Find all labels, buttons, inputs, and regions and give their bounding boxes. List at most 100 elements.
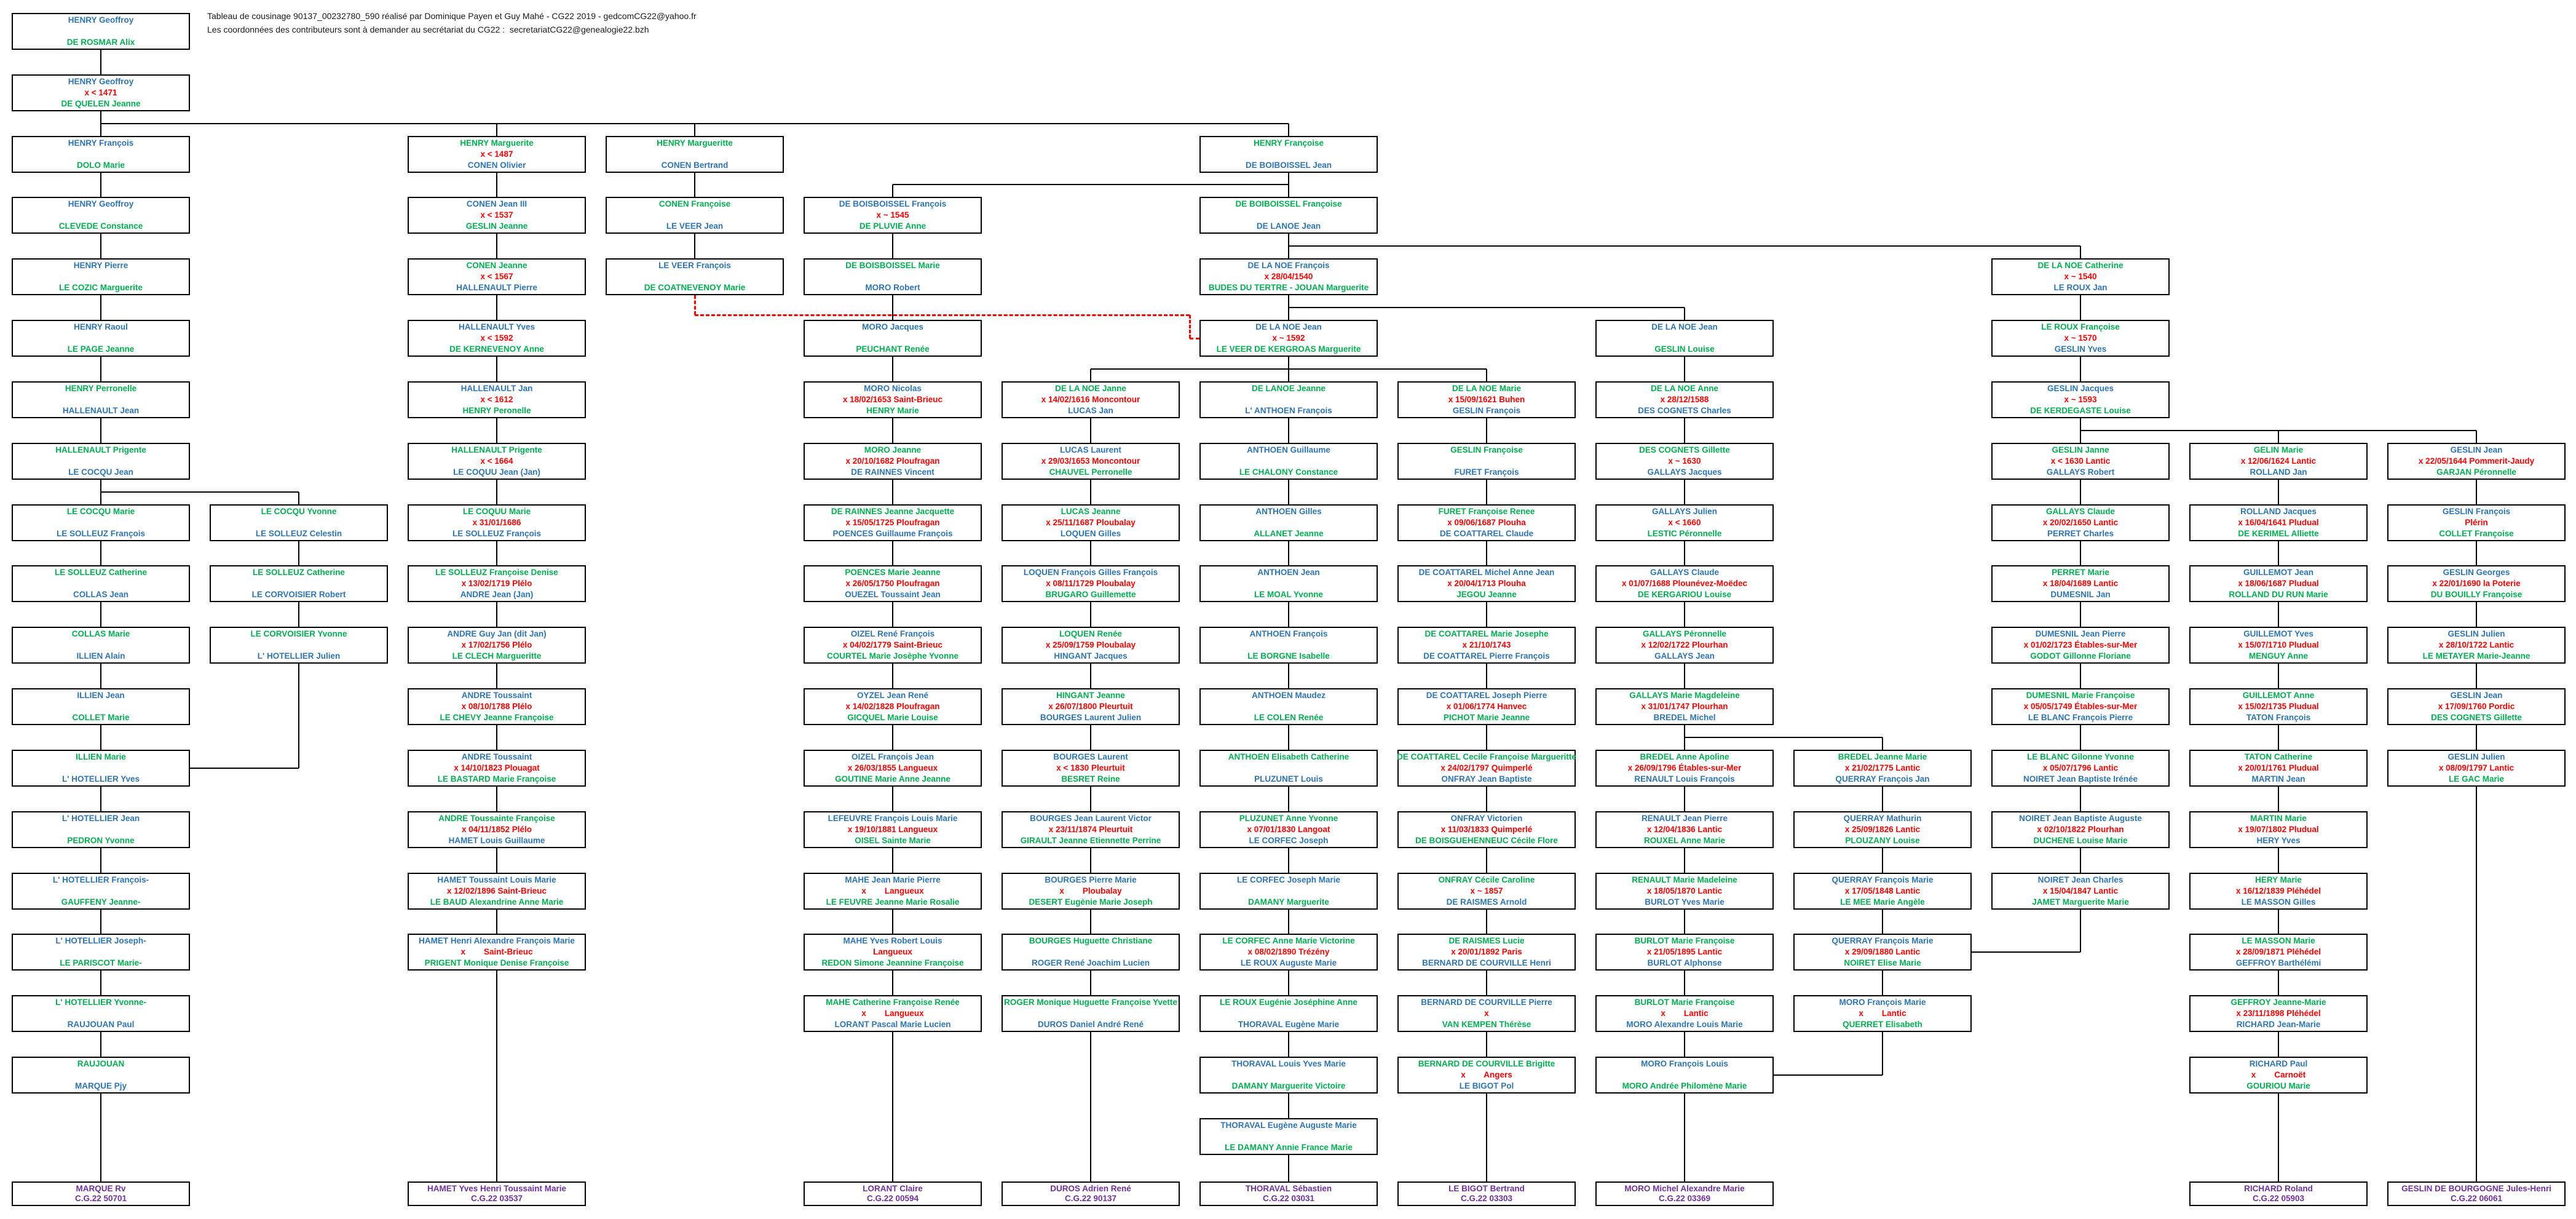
descent-line [1882,1032,1883,1075]
person-name: RENAULT Jean Pierre [1641,814,1728,823]
descent-line [892,541,893,565]
person-name: LE COQUU Marie [462,507,531,516]
marriage-info: x 21/10/1743 [1462,640,1511,649]
person-name: MARTIN Marie [2250,814,2307,823]
descent-line [1288,234,1289,246]
spouse-name: L' HOTELLIER Julien [257,651,341,661]
marriage-info: x 15/05/1725 Ploufragan [845,518,940,527]
spouse-name: HERY Yves [2256,836,2301,845]
descent-line [2278,541,2279,565]
person-name: OIZEL René François [850,629,935,638]
person-name: DE COATTAREL Joseph Pierre [1426,691,1547,700]
marriage-info: x 28/09/1871 Pléhédel [2235,947,2321,956]
spouse-name: DE PLUVIE Anne [859,221,926,231]
person-name: HENRY Geoffroy [68,77,134,86]
person-name: GESLIN Julien [2448,629,2505,638]
person-name: MORO Nicolas [864,384,922,393]
contributor-name: MARQUE Rv [76,1184,126,1193]
chart-subtitle: Les coordonnées des contributeurs sont à… [207,25,649,34]
person-name: MORO François Marie [1839,998,1926,1007]
person-box: LE COCQU Marie LE SOLLEUZ François [12,504,190,541]
descent-line [1882,737,1883,750]
person-name: HENRY Françoise [1253,138,1324,148]
contributor-id: C.G.22 03031 [1262,1194,1315,1203]
descent-line [1684,664,1685,688]
person-name: HAMET Henri Alexandre François Marie [419,936,575,945]
sibling-line [1289,245,2080,247]
marriage-info [1287,1070,1290,1080]
person-name: RAUJOUAN [77,1059,125,1068]
descent-line [2278,431,2279,443]
marriage-info: x 20/01/1892 Paris [1451,947,1522,956]
spouse-name: GALLAYS Jacques [1647,467,1722,477]
descent-line [2080,602,2081,627]
same-person-dashed-link [694,295,696,315]
marriage-info [100,26,102,36]
person-name: DE BOISBOISSEL François [839,199,947,208]
marriage-info: x 12/04/1836 Lantic [1646,825,1723,834]
spouse-name: GESLIN François [1452,406,1521,415]
person-name: BOURGES Pierre Marie [1045,875,1137,884]
marriage-info: x 31/01/1686 [472,518,521,527]
spouse-name: LE METAYER Marie-Jeanne [2422,651,2531,661]
descent-line [100,541,101,565]
descent-line [496,173,497,197]
descent-line [694,234,695,258]
descent-line [2080,295,2081,320]
person-name: CONEN Jeanne [466,261,527,270]
person-name: L' HOTELLIER François- [52,875,149,884]
spouse-name: GALLAYS Robert [2046,467,2115,477]
descent-line [1486,1032,1487,1057]
marriage-info: x 23/11/1874 Pleurtuit [1048,825,1133,834]
person-name: BOURGES Huguette Christiane [1029,936,1153,945]
person-name: FURET Françoise Renee [1438,507,1535,516]
spouse-name: MARQUE Pjy [74,1081,127,1090]
descent-line [1288,787,1289,811]
person-name: HINGANT Jeanne [1056,691,1125,700]
spouse-name: LE ROUX Jan [2053,283,2108,292]
person-name: QUERRAY François Marie [1831,936,1934,945]
descent-line [1090,1032,1091,1181]
descent-line [2080,848,2081,873]
person-name: OYZEL Jean René [856,691,929,700]
person-name: DE BOIBOISSEL Françoise [1235,199,1342,208]
marriage-info: x [1484,1009,1489,1018]
person-name: BOURGES Laurent [1053,752,1128,761]
descent-line [1486,787,1487,811]
marriage-info: x Lantic [1859,1009,1906,1018]
marriage-info [1287,210,1290,220]
marriage-info: x 28/10/1722 Lantic [2438,640,2515,649]
person-name: HENRY Geoffroy [68,15,134,25]
spouse-name: HALLENAULT Jean [62,406,140,415]
spouse-name: MARTIN Jean [2251,774,2305,784]
person-box: LE COCQU Yvonne LE SOLLEUZ Celestin [210,504,388,541]
descent-line [100,492,101,504]
person-box: ANTHOEN Jean LE MOAL Yvonne [1199,565,1378,602]
marriage-info: x 23/11/1898 Pléhédel [2236,1009,2321,1018]
marriage-info: x 02/10/1822 Plourhan [2037,825,2124,834]
person-name: LE SOLLEUZ Françoise Denise [435,568,558,577]
chart-title: Tableau de cousinage 90137_00232780_590 … [207,11,697,21]
person-name: L' HOTELLIER Yvonne- [55,998,146,1007]
marriage-info: x 08/10/1788 Plélo [461,702,532,711]
descent-line [2476,480,2477,504]
spouse-name: DE KERNEVENOY Anne [449,344,544,354]
spouse-name: DE ROSMAR Alix [66,38,135,47]
person-name: GUILLEMOT Yves [2243,629,2313,638]
